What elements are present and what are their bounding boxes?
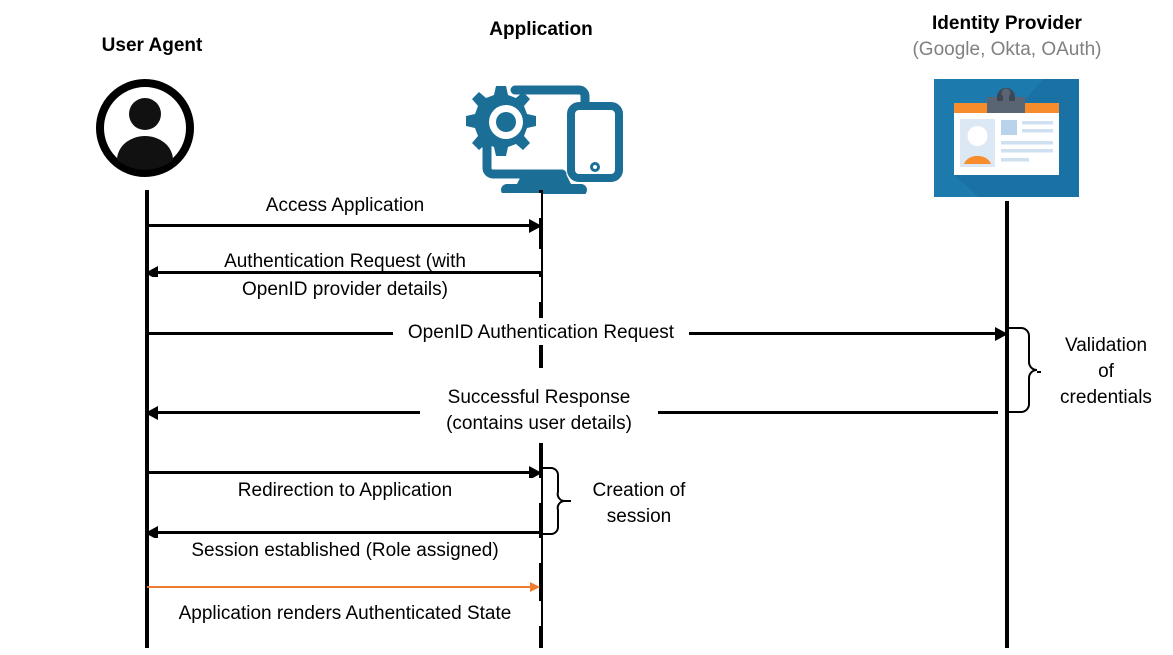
message-line-application-renders-authenticated-state (147, 586, 532, 588)
participant-title-user-agent: User Agent (101, 35, 203, 56)
participant-subtitle-identity-provider: (Google, Okta, OAuth) (912, 39, 1102, 60)
note-creation-of-session-line2: session (606, 506, 672, 527)
message-label-openid-authentication-request: OpenID Authentication Request (393, 320, 689, 345)
note-validation-of-credentials-line1: Validation (1064, 335, 1148, 356)
id-badge-icon (934, 79, 1079, 197)
note-validation-of-credentials-line3: credentials (1060, 387, 1152, 408)
message-label-application-renders-authenticated-state: Application renders Authenticated State (149, 601, 541, 626)
message-line-successful-response-right (658, 411, 998, 414)
arrowhead-redirection-to-application (529, 466, 542, 480)
arrowhead-session-established (145, 526, 158, 540)
participant-title-application: Application (489, 19, 593, 40)
message-line-openid-authentication-request-left (147, 332, 393, 335)
message-label-redirection-to-application: Redirection to Application (149, 478, 541, 503)
message-label-authentication-request-line2: OpenID provider details) (149, 277, 541, 302)
message-line-redirection-to-application (147, 471, 532, 474)
application-devices-icon (452, 68, 632, 194)
arrowhead-access-application (529, 219, 542, 233)
message-label-authentication-request-line1: Authentication Request (with (149, 249, 541, 274)
message-label-session-established: Session established (Role assigned) (149, 538, 541, 563)
lifeline-application-segment-1 (539, 190, 543, 318)
message-line-openid-authentication-request-right (689, 332, 998, 335)
message-line-session-established (155, 531, 541, 534)
participant-title-identity-provider: Identity Provider (932, 13, 1082, 34)
lifeline-identity-provider (1005, 201, 1009, 648)
message-label-successful-response-line2: (contains user details) (436, 411, 642, 436)
note-creation-of-session-line1: Creation of (592, 480, 686, 501)
lifeline-application-segment-2 (539, 344, 543, 368)
message-label-access-application: Access Application (149, 193, 541, 218)
lifeline-application-segment-3 (539, 443, 543, 648)
arrowhead-successful-response (145, 406, 158, 420)
brace-creation-of-session (537, 466, 571, 536)
message-line-authentication-request (155, 271, 541, 274)
arrowhead-authentication-request (145, 266, 158, 280)
user-avatar-icon (95, 78, 195, 178)
arrowhead-openid-authentication-request (995, 327, 1008, 341)
message-line-successful-response-left (155, 411, 420, 414)
brace-validation-of-credentials (1003, 326, 1041, 418)
arrowhead-application-renders-authenticated-state (530, 582, 540, 592)
message-label-successful-response-line1: Successful Response (436, 385, 642, 410)
message-line-access-application (147, 224, 532, 227)
note-validation-of-credentials-line2: of (1098, 361, 1114, 382)
